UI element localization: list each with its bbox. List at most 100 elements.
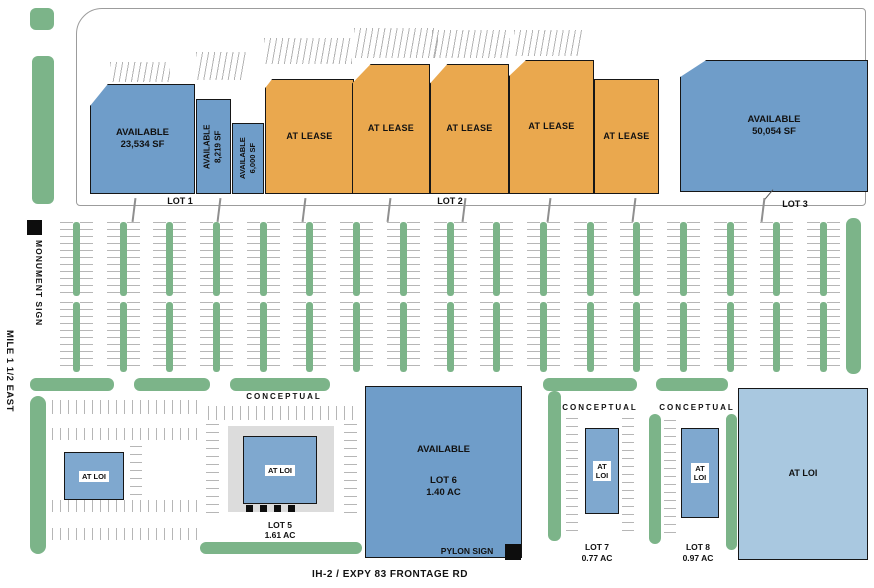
landscape-strip — [726, 414, 737, 550]
building-label: AT LOI — [690, 463, 710, 483]
dock-square — [288, 505, 295, 512]
parking-stalls — [620, 222, 634, 296]
landscape-strip — [30, 8, 54, 30]
parking-stalls — [573, 302, 587, 372]
parking-stalls — [713, 222, 727, 296]
building-label-vertical: AVAILABLE 6,000 SF — [238, 138, 258, 180]
parking-column — [480, 302, 514, 372]
building-label: AVAILABLE — [747, 113, 801, 125]
conceptual-label-lot5: CONCEPTUAL — [246, 392, 322, 401]
building-label: AVAILABLE — [116, 126, 169, 138]
building-sf-label: 23,534 SF — [120, 139, 165, 150]
parking-stalls — [106, 302, 120, 372]
parking-stalls — [153, 302, 167, 372]
parking-column — [666, 222, 700, 296]
parking-column — [760, 222, 794, 296]
parking-stalls — [126, 222, 140, 296]
building-label-line: AT — [695, 464, 705, 473]
landscape-island — [726, 302, 734, 372]
parking-column — [293, 302, 327, 372]
parking-stalls — [666, 302, 680, 372]
parking-stalls — [480, 302, 494, 372]
parking-stalls — [200, 222, 214, 296]
parking-stalls — [200, 302, 214, 372]
building-sf-label: 8,219 SF — [213, 130, 223, 163]
lot8-area-label: 0.97 AC — [682, 553, 714, 563]
building-at-lease-5: AT LEASE — [594, 79, 659, 194]
parking-stalls — [566, 418, 578, 536]
landscape-island — [213, 302, 221, 372]
lot7-name-label: LOT 7 — [584, 542, 610, 552]
parking-stalls — [266, 302, 280, 372]
parking-stalls — [293, 222, 307, 296]
landscape-strip — [30, 378, 114, 391]
dock-equipment-lines — [196, 52, 246, 80]
landscape-island — [539, 302, 547, 372]
parking-stalls — [664, 420, 676, 536]
parking-column — [340, 302, 374, 372]
dock-equipment-lines — [432, 30, 510, 58]
parking-stalls — [620, 302, 634, 372]
parking-stalls — [686, 222, 700, 296]
parking-stalls — [360, 302, 374, 372]
pylon-sign-marker — [505, 544, 521, 560]
left-road-label: MILE 1 1/2 EAST — [4, 330, 15, 412]
parking-stalls — [780, 302, 794, 372]
parking-stalls — [386, 222, 400, 296]
parking-column — [106, 222, 140, 296]
pad-building-lot7-at-loi: AT LOI — [585, 428, 619, 514]
landscape-island — [259, 222, 267, 296]
landscape-island — [119, 302, 127, 372]
parking-stalls — [453, 302, 467, 372]
parking-column — [200, 302, 234, 372]
landscape-strip — [230, 378, 330, 391]
parking-column — [246, 302, 280, 372]
building-at-lease-1: AT LEASE — [265, 79, 354, 194]
landscape-island — [633, 222, 641, 296]
parking-stalls — [313, 302, 327, 372]
landscape-island — [493, 302, 501, 372]
parking-stalls — [760, 302, 774, 372]
landscape-strip — [200, 542, 362, 554]
building-label-line: AT — [597, 462, 607, 471]
lot3-label: LOT 3 — [782, 199, 808, 209]
parking-stalls — [406, 222, 420, 296]
parking-column — [480, 222, 514, 296]
landscape-island — [119, 222, 127, 296]
dock-square — [246, 505, 253, 512]
parking-stalls — [640, 222, 654, 296]
parking-stalls — [206, 424, 219, 518]
parking-stalls — [80, 222, 93, 296]
landscape-island — [73, 302, 80, 372]
parking-column — [433, 222, 467, 296]
parking-stalls — [453, 222, 467, 296]
landscape-island — [586, 302, 594, 372]
building-available-50054: AVAILABLE 50,054 SF — [680, 60, 868, 192]
pad-building-left-at-loi: AT LOI — [64, 452, 124, 500]
parking-stalls — [360, 222, 374, 296]
parking-stalls — [546, 302, 560, 372]
building-label-line: LOI — [595, 471, 609, 480]
parking-column — [433, 302, 467, 372]
landscape-island — [820, 222, 827, 296]
parking-column — [620, 302, 654, 372]
parking-stalls — [52, 400, 198, 414]
conceptual-label-lot7: CONCEPTUAL — [562, 403, 638, 412]
parking-column — [386, 302, 420, 372]
parking-stalls — [640, 302, 654, 372]
building-at-lease-3: AT LEASE — [430, 64, 509, 194]
landscape-island — [399, 222, 407, 296]
landscape-island — [726, 222, 734, 296]
landscape-island — [166, 222, 174, 296]
parking-stalls — [780, 222, 794, 296]
parking-column — [386, 222, 420, 296]
landscape-island — [679, 302, 687, 372]
building-label: AT LOI — [78, 470, 110, 482]
parking-stalls — [60, 302, 73, 372]
parking-column — [293, 222, 327, 296]
landscape-island — [586, 222, 594, 296]
parking-stalls — [220, 302, 234, 372]
parking-stalls — [713, 302, 727, 372]
parking-stalls — [807, 222, 820, 296]
landscape-island — [73, 222, 80, 296]
